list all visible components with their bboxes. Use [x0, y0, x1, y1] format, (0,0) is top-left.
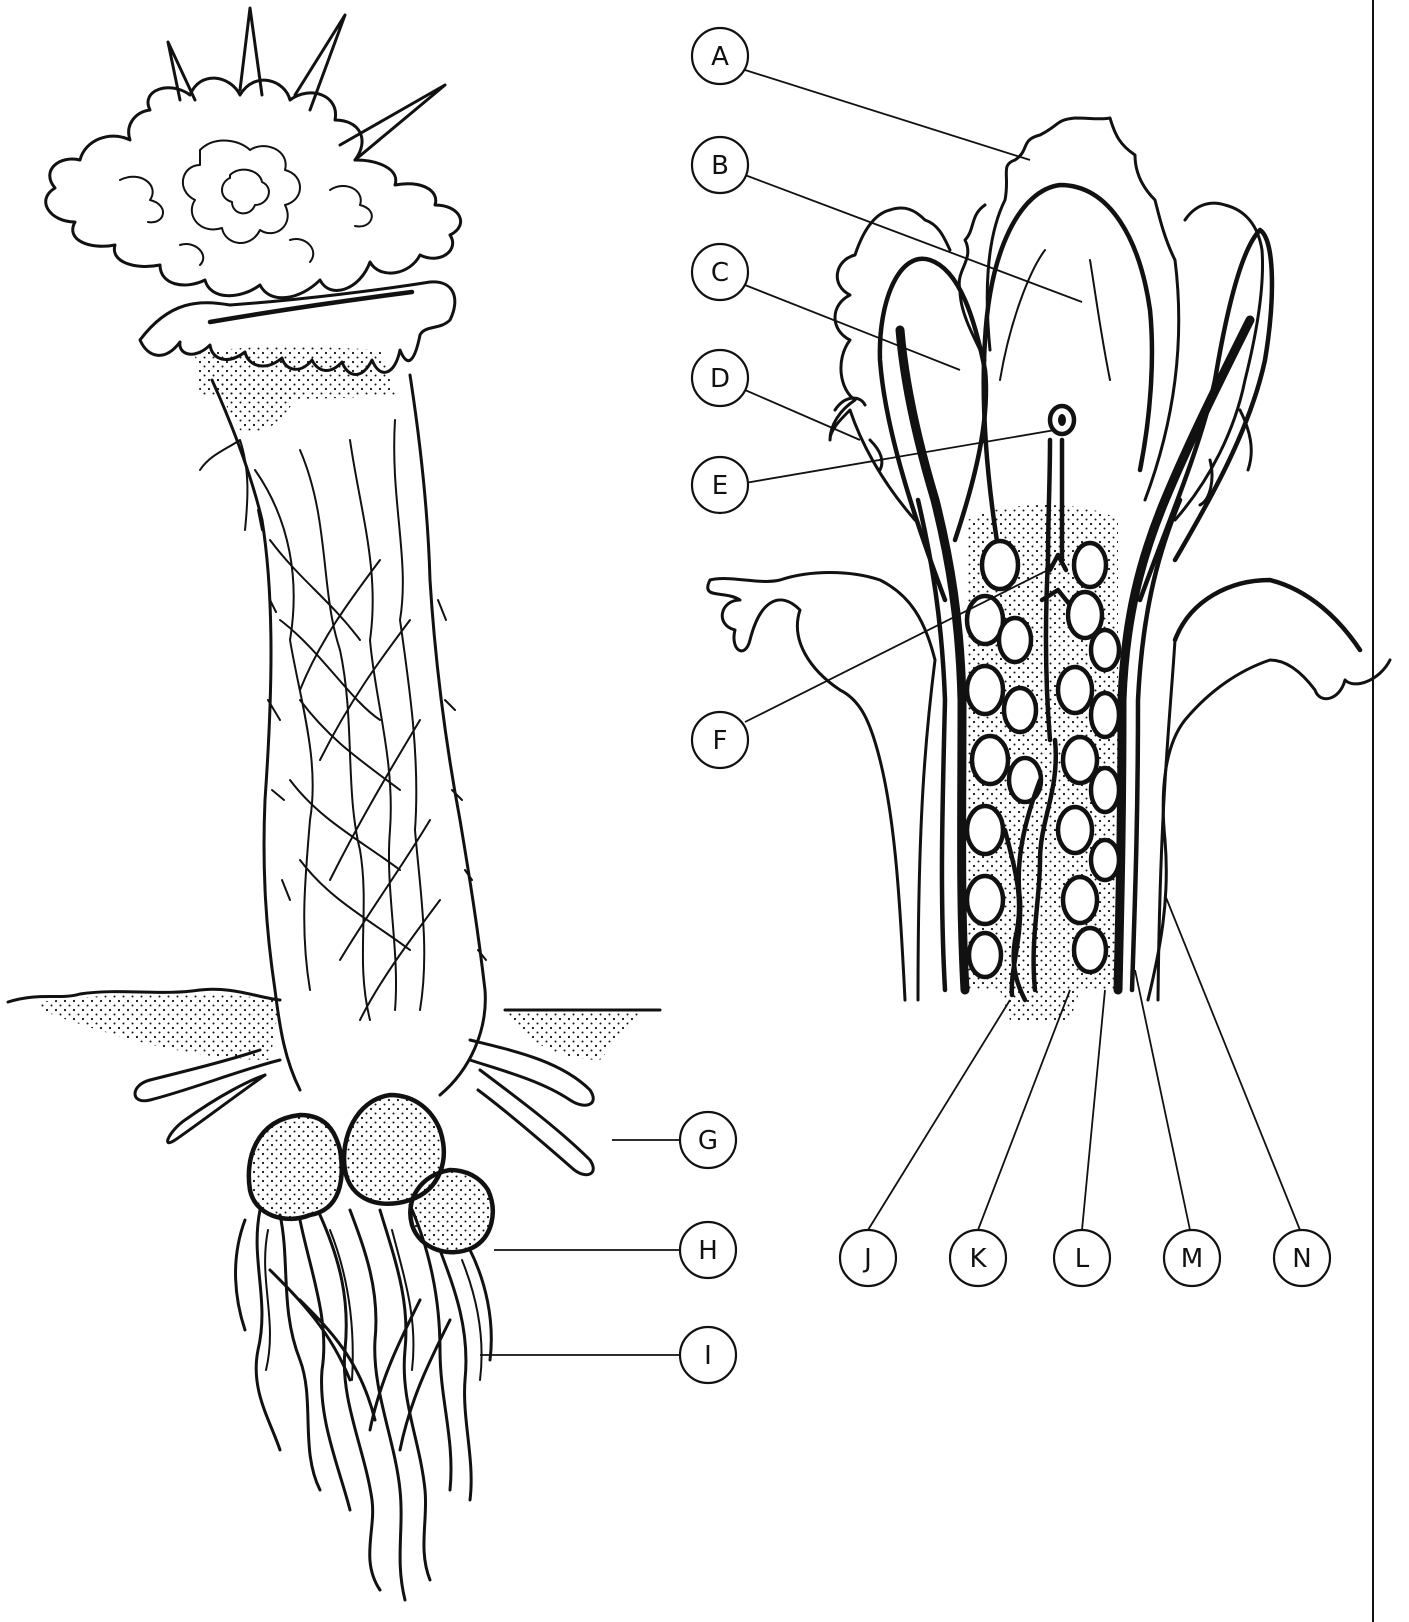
fibrous-roots [236, 1205, 492, 1600]
svg-text:K: K [969, 1244, 987, 1274]
soil-stipple [40, 993, 280, 1060]
svg-text:E: E [712, 471, 728, 501]
svg-text:C: C [711, 258, 729, 288]
svg-text:N: N [1292, 1244, 1311, 1274]
svg-text:B: B [711, 151, 729, 181]
label-i: I [680, 1327, 736, 1383]
central-spathe [984, 185, 1152, 560]
whole-plant-illustration [8, 8, 660, 1600]
label-e: E [692, 457, 748, 513]
label-l: L [1054, 1230, 1110, 1286]
svg-text:A: A [711, 42, 729, 72]
label-a: A [692, 28, 748, 84]
label-g: G [680, 1112, 736, 1168]
label-f: F [692, 712, 748, 768]
svg-text:I: I [704, 1341, 712, 1371]
label-m: M [1164, 1230, 1220, 1286]
svg-text:G: G [698, 1126, 718, 1156]
section-illustration [708, 118, 1390, 1020]
leader-lines [480, 70, 1300, 1355]
svg-text:D: D [710, 364, 730, 394]
label-j: J [840, 1230, 896, 1286]
inner-petal-right [1140, 230, 1272, 600]
label-b: B [692, 137, 748, 193]
svg-text:H: H [698, 1236, 718, 1266]
spines [168, 8, 445, 160]
svg-text:M: M [1181, 1244, 1203, 1274]
left-bract [830, 208, 950, 520]
label-c: C [692, 244, 748, 300]
label-k: K [950, 1230, 1006, 1286]
label-h: H [680, 1222, 736, 1278]
stem-fibers [200, 420, 440, 1020]
label-d: D [692, 350, 748, 406]
svg-text:F: F [713, 726, 728, 756]
svg-text:J: J [862, 1244, 872, 1274]
label-n: N [1274, 1230, 1330, 1286]
svg-text:L: L [1075, 1244, 1090, 1274]
